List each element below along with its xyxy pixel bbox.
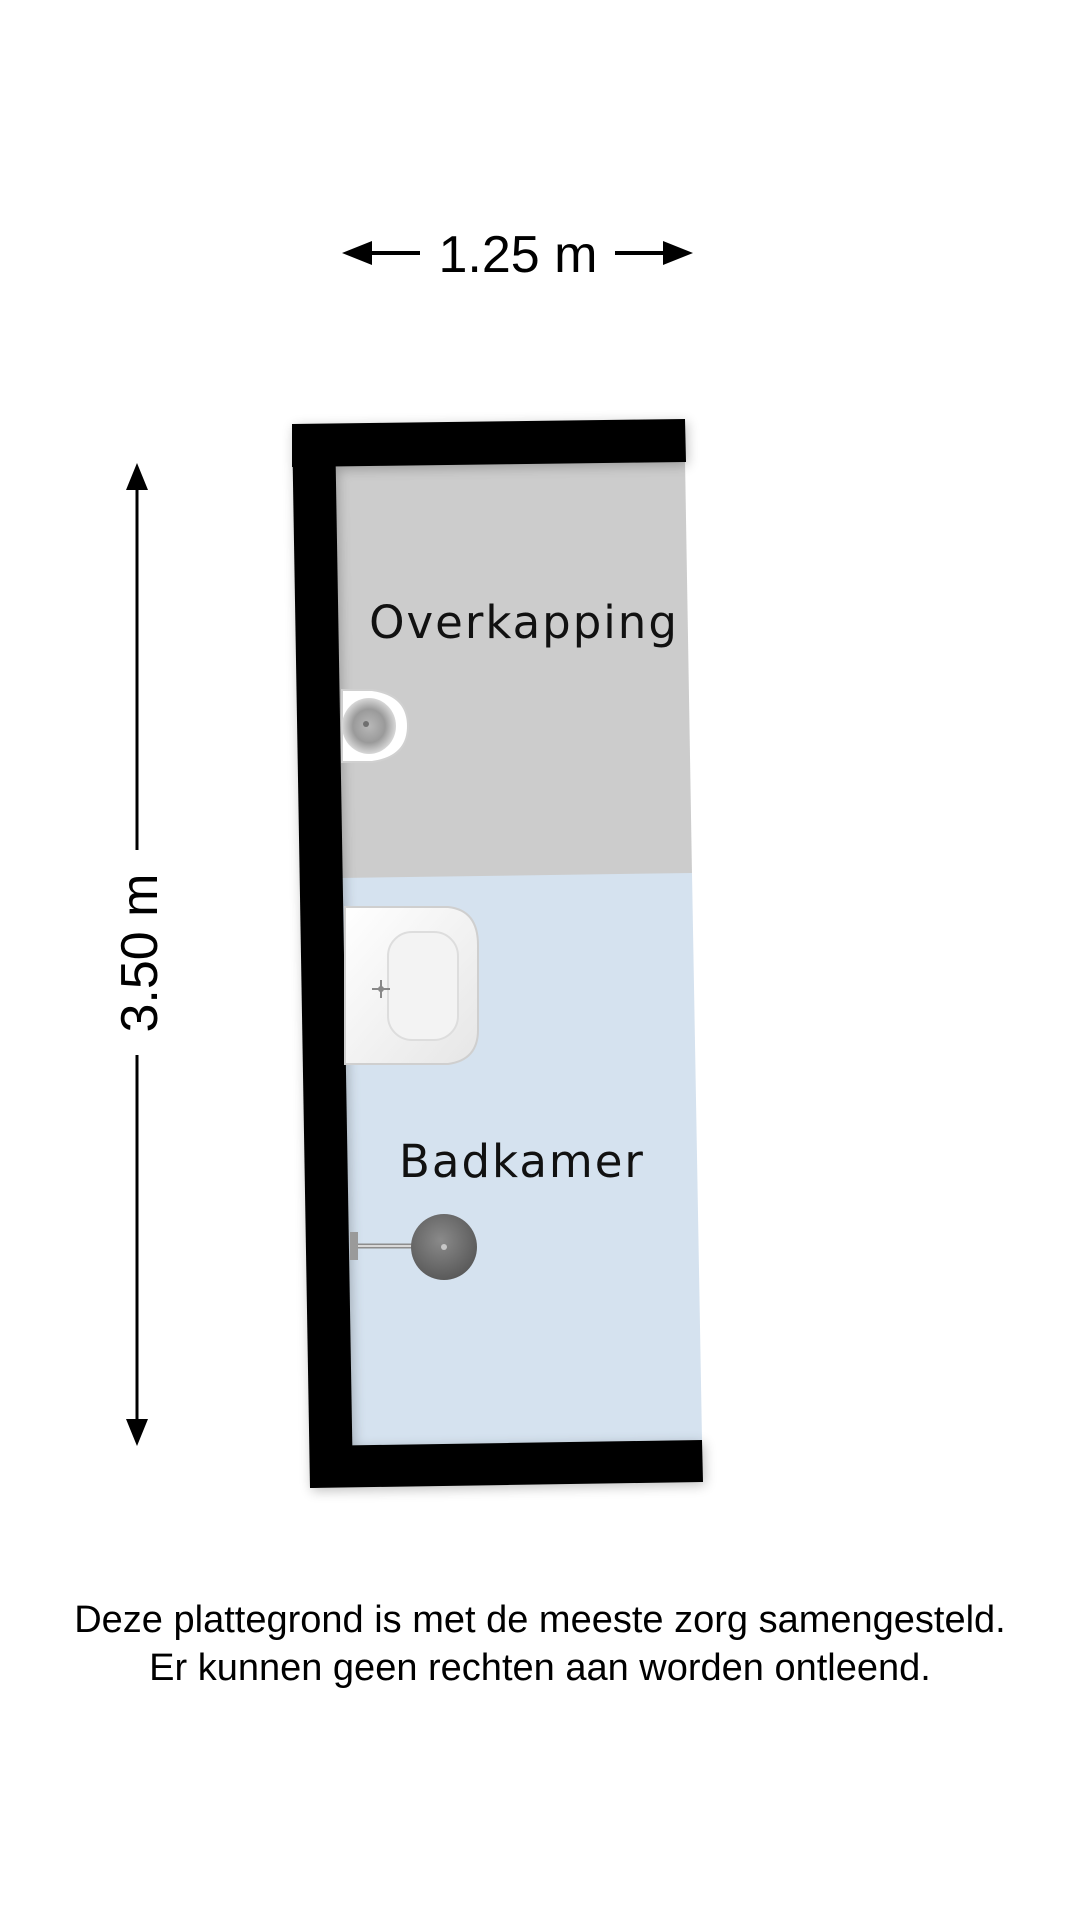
height-label: 3.50 m [111, 874, 169, 1033]
sink-icon [344, 906, 479, 1065]
shower-icon [350, 1214, 477, 1280]
room-label-overkapping: Overkapping [369, 596, 679, 649]
walls [292, 419, 703, 1488]
disclaimer: Deze plattegrond is met de meeste zorg s… [0, 1596, 1080, 1692]
room-label-badkamer: Badkamer [399, 1135, 645, 1188]
wall-left [292, 424, 353, 1488]
wall-bottom [310, 1440, 703, 1488]
height-dimension: 3.50 m [111, 463, 169, 1446]
toilet-icon [341, 689, 410, 763]
disclaimer-line-2: Er kunnen geen rechten aan worden ontlee… [149, 1647, 931, 1689]
width-dimension: 1.25 m [342, 226, 693, 284]
disclaimer-line-1: Deze plattegrond is met de meeste zorg s… [74, 1599, 1006, 1641]
width-label: 1.25 m [439, 226, 598, 284]
wall-top [292, 419, 686, 467]
room-overkapping-floor [335, 459, 692, 880]
